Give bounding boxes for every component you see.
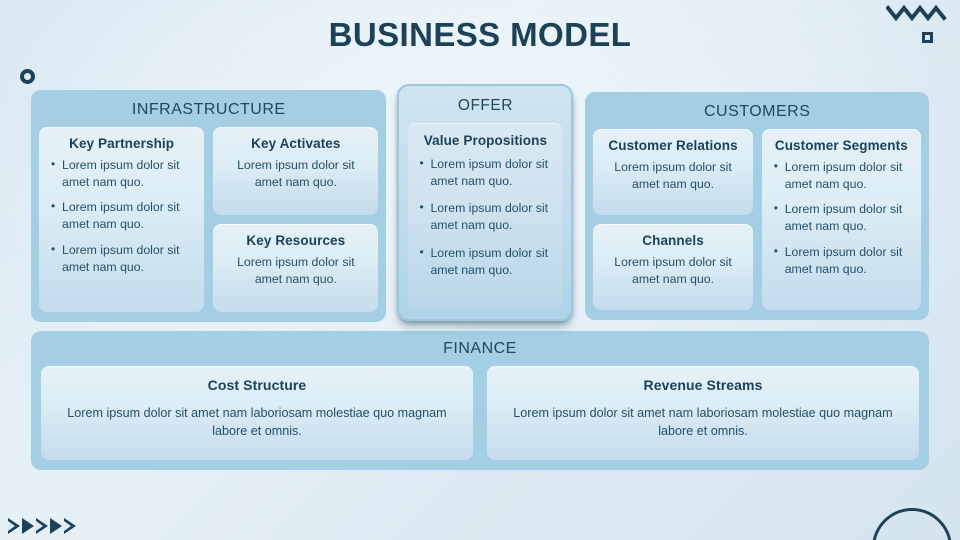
list-item: Lorem ipsum dolor sit amet nam quo. — [419, 244, 553, 278]
bullet-list-value-propositions: Lorem ipsum dolor sit amet nam quo. Lore… — [417, 155, 553, 289]
section-heading-finance: FINANCE — [443, 340, 517, 357]
section-infrastructure: INFRASTRUCTURE Key Partnership Lorem ips… — [31, 90, 387, 322]
card-channels[interactable]: Channels Lorem ipsum dolor sit amet nam … — [593, 224, 753, 310]
offer-column: Value Propositions Lorem ipsum dolor sit… — [408, 123, 563, 308]
card-title-value-propositions: Value Propositions — [423, 133, 548, 148]
offer-body: Value Propositions Lorem ipsum dolor sit… — [408, 123, 563, 308]
card-customer-segments[interactable]: Customer Segments Lorem ipsum dolor sit … — [761, 129, 922, 310]
infrastructure-column-left: Key Partnership Lorem ipsum dolor sit am… — [39, 127, 205, 312]
card-revenue-streams[interactable]: Revenue Streams Lorem ipsum dolor sit am… — [487, 366, 919, 460]
canvas-top-row: INFRASTRUCTURE Key Partnership Lorem ips… — [31, 84, 929, 322]
card-text-revenue-streams: Lorem ipsum dolor sit amet nam laboriosa… — [513, 406, 893, 438]
card-key-partnership[interactable]: Key Partnership Lorem ipsum dolor sit am… — [39, 127, 205, 312]
card-customer-relations[interactable]: Customer Relations Lorem ipsum dolor sit… — [593, 129, 753, 215]
section-finance: FINANCE Cost Structure Lorem ipsum dolor… — [31, 331, 929, 470]
card-key-resources[interactable]: Key Resources Lorem ipsum dolor sit amet… — [213, 224, 379, 312]
card-title-channels: Channels — [642, 233, 704, 248]
customers-column-right: Customer Segments Lorem ipsum dolor sit … — [761, 129, 922, 310]
finance-body: Cost Structure Lorem ipsum dolor sit ame… — [41, 366, 919, 460]
card-text-key-activates: Lorem ipsum dolor sit amet nam quo. — [237, 158, 355, 189]
infrastructure-column-right: Key Activates Lorem ipsum dolor sit amet… — [213, 127, 379, 312]
card-title-customer-segments: Customer Segments — [774, 138, 908, 153]
page-title: BUSINESS MODEL — [328, 16, 632, 53]
section-heading-infrastructure: INFRASTRUCTURE — [131, 101, 286, 118]
ring-icon — [20, 69, 35, 84]
list-item: Lorem ipsum dolor sit amet nam quo. — [774, 158, 911, 192]
triangle-arrows-icon — [8, 518, 76, 534]
list-item: Lorem ipsum dolor sit amet nam quo. — [51, 198, 194, 232]
section-heading-customers: CUSTOMERS — [703, 103, 811, 120]
list-item: Lorem ipsum dolor sit amet nam quo. — [51, 241, 194, 275]
section-heading-offer: OFFER — [457, 97, 513, 114]
section-offer[interactable]: OFFER Value Propositions Lorem ipsum dol… — [397, 84, 574, 321]
list-item: Lorem ipsum dolor sit amet nam quo. — [419, 199, 553, 233]
card-title-cost-structure: Cost Structure — [207, 377, 307, 393]
card-text-channels: Lorem ipsum dolor sit amet nam quo. — [614, 255, 732, 286]
bullet-list-customer-segments: Lorem ipsum dolor sit amet nam quo. Lore… — [772, 158, 911, 277]
list-item: Lorem ipsum dolor sit amet nam quo. — [774, 243, 911, 277]
card-title-key-activates: Key Activates — [251, 136, 341, 151]
card-key-activates[interactable]: Key Activates Lorem ipsum dolor sit amet… — [213, 127, 379, 215]
card-title-key-resources: Key Resources — [246, 233, 346, 248]
circle-outline-icon — [872, 508, 952, 540]
list-item: Lorem ipsum dolor sit amet nam quo. — [51, 156, 194, 190]
card-text-cost-structure: Lorem ipsum dolor sit amet nam laboriosa… — [67, 406, 447, 438]
bullet-list-key-partnership: Lorem ipsum dolor sit amet nam quo. Lore… — [49, 156, 194, 275]
list-item: Lorem ipsum dolor sit amet nam quo. — [419, 155, 553, 189]
card-title-revenue-streams: Revenue Streams — [643, 377, 763, 393]
infrastructure-body: Key Partnership Lorem ipsum dolor sit am… — [39, 127, 379, 312]
customers-column-left: Customer Relations Lorem ipsum dolor sit… — [593, 129, 753, 310]
card-text-customer-relations: Lorem ipsum dolor sit amet nam quo. — [614, 160, 732, 191]
card-value-propositions[interactable]: Value Propositions Lorem ipsum dolor sit… — [408, 123, 563, 308]
section-customers: CUSTOMERS Customer Relations Lorem ipsum… — [585, 92, 929, 320]
customers-body: Customer Relations Lorem ipsum dolor sit… — [593, 129, 922, 310]
card-title-key-partnership: Key Partnership — [69, 136, 175, 151]
card-text-key-resources: Lorem ipsum dolor sit amet nam quo. — [237, 255, 355, 286]
list-item: Lorem ipsum dolor sit amet nam quo. — [774, 200, 911, 234]
card-cost-structure[interactable]: Cost Structure Lorem ipsum dolor sit ame… — [41, 366, 473, 460]
card-title-customer-relations: Customer Relations — [608, 138, 738, 153]
